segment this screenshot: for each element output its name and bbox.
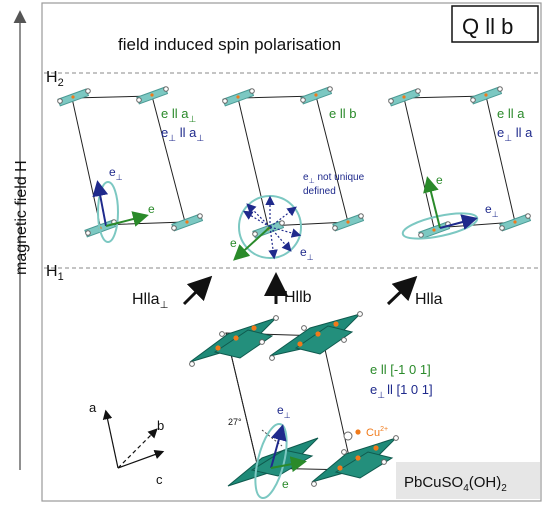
middle-note-line2: defined: [303, 186, 336, 197]
field-arrow-right: [386, 275, 418, 306]
chain-zf-lower-2: [311, 435, 399, 487]
field-arrow-left: [182, 275, 213, 306]
eperp-vector-left: [92, 180, 109, 227]
axis-a-arrow: [102, 409, 119, 469]
axis-b-label: b: [157, 418, 164, 433]
compound-box: [396, 462, 540, 499]
chain-right-top-2: [470, 86, 503, 105]
field-axis-label: magnetic field H: [13, 160, 30, 275]
middle-note-line1: e⊥ not unique: [303, 172, 365, 185]
chain-left-bottom-2: [171, 213, 204, 232]
e-vector-zero-field: [270, 456, 307, 473]
copper-label: Cu2+: [366, 426, 388, 439]
axis-c-arrow: [117, 449, 165, 469]
left-e-vector-label: e: [148, 202, 155, 216]
diagram-title: field induced spin polarisation: [118, 35, 341, 54]
zero-field-structure: [189, 311, 399, 500]
right-eperp-vector-label: e⊥: [485, 202, 499, 219]
eperp-vector-zero-field: [270, 424, 287, 469]
zero-field-e-vector-label: e: [282, 477, 289, 491]
middle-e-vector-label: e: [230, 236, 237, 250]
chain-right-bottom-2: [499, 213, 532, 232]
left-e-label: e ll a⊥: [161, 106, 196, 124]
e-vector-left: [105, 211, 149, 227]
precession-ellipse-zero-field: [254, 422, 288, 500]
field-label-middle: Hllb: [284, 289, 312, 306]
q-direction-label: Q ll b: [462, 14, 513, 39]
chain-mid-bottom-2: [332, 213, 365, 232]
field-label-right: Hlla: [415, 291, 443, 308]
figure-frame: [41, 2, 542, 502]
zero-field-eperp-vector-label: e⊥: [277, 403, 291, 420]
right-e-vector-label: e: [436, 173, 443, 187]
panel-left-structure: [57, 86, 204, 243]
right-eperp-label: e⊥ ll a: [497, 125, 533, 143]
eperp-undefined-directions: [242, 195, 302, 260]
crystal-axes: [102, 409, 165, 469]
chain-mid-top-1: [222, 88, 255, 107]
zero-field-eperp-label: e⊥ll [1 0 1]: [370, 382, 433, 400]
chain-left-top-2: [136, 86, 169, 105]
angle-label: 27°: [228, 417, 242, 427]
h2-label: H2: [46, 69, 64, 89]
right-e-label: e ll a: [497, 106, 525, 121]
eperp-vector-right: [439, 214, 478, 230]
chain-zf-upper-1: [189, 315, 279, 367]
middle-eperp-vector-label: e⊥: [300, 245, 314, 262]
axis-b-arrow: [117, 428, 158, 469]
e-vector-right: [423, 176, 441, 229]
compound-formula: PbCuSO4(OH)2: [404, 474, 507, 494]
left-eperp-vector-label: e⊥: [109, 165, 123, 182]
left-eperp-label: e⊥ ll a⊥: [161, 125, 204, 143]
e-vector-middle: [233, 226, 271, 261]
axis-c-label: c: [156, 472, 163, 487]
copper-legend-atom: [355, 429, 361, 435]
chain-mid-top-2: [300, 86, 333, 105]
zero-field-e-label: e ll [-1 0 1]: [370, 362, 431, 377]
panel-right-structure: [388, 86, 532, 240]
h1-label: H1: [46, 263, 64, 283]
precession-ellipse-left: [97, 181, 119, 243]
panel-middle-structure: [222, 86, 365, 261]
chain-right-top-1: [388, 88, 421, 107]
axis-a-label: a: [89, 400, 97, 415]
chain-zf-upper-2: [269, 311, 363, 361]
oxygen-legend-atom: [343, 431, 353, 441]
field-label-left: Hlla⊥: [132, 291, 168, 311]
middle-e-label: e ll b: [329, 106, 356, 121]
q-direction-box: [451, 5, 539, 43]
chain-left-top-1: [57, 88, 91, 107]
